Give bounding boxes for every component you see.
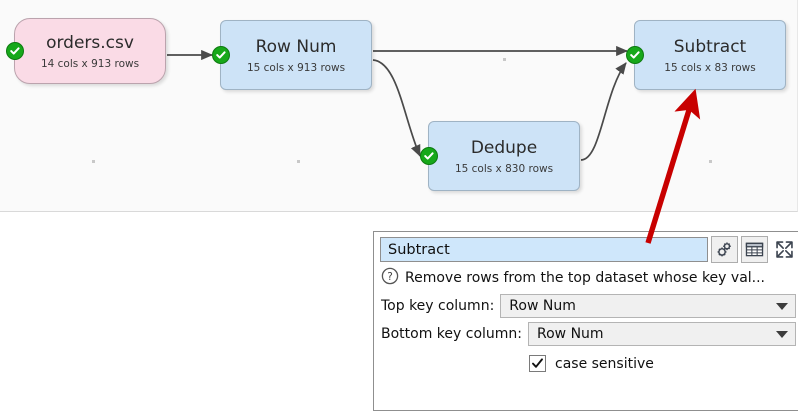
top-key-column-value: Row Num <box>509 298 576 314</box>
check-circle-icon <box>420 147 438 165</box>
check-circle-icon <box>6 42 24 60</box>
case-sensitive-label: case sensitive <box>555 355 654 372</box>
svg-text:?: ? <box>387 271 393 283</box>
panel-title-input[interactable]: Subtract <box>380 237 708 262</box>
bottom-key-column-label: Bottom key column: <box>381 326 523 342</box>
bottom-key-column-value: Row Num <box>537 326 604 342</box>
node-title: Subtract <box>673 36 747 57</box>
chevron-down-icon <box>776 330 788 338</box>
form-row-bottom-key-column: Bottom key column: Row Num <box>374 320 798 348</box>
help-text: Remove rows from the top dataset whose k… <box>405 270 766 286</box>
chevron-down-icon <box>776 302 788 310</box>
help-row: ? Remove rows from the top dataset whose… <box>374 266 798 292</box>
node-orders-csv[interactable]: orders.csv 14 cols x 913 rows <box>6 18 166 84</box>
grid-dot <box>503 58 506 61</box>
node-title: Dedupe <box>470 137 538 158</box>
node-subtitle: 14 cols x 913 rows <box>40 57 140 70</box>
node-subtitle: 15 cols x 83 rows <box>664 61 756 74</box>
node-subtitle: 15 cols x 913 rows <box>246 61 346 74</box>
node-row-num[interactable]: Row Num 15 cols x 913 rows <box>212 20 372 90</box>
check-circle-icon <box>212 46 230 64</box>
pipeline-canvas[interactable]: orders.csv 14 cols x 913 rows Row Num 15… <box>0 0 798 212</box>
edge-rownum-to-dedupe <box>372 59 421 157</box>
check-circle-icon <box>626 46 644 64</box>
case-sensitive-checkbox[interactable] <box>529 355 546 372</box>
grid-dot <box>92 160 95 163</box>
question-mark-icon[interactable]: ? <box>381 267 399 289</box>
grid-dot <box>709 160 712 163</box>
table-grid-icon[interactable] <box>741 236 768 263</box>
node-title: Row Num <box>255 36 337 57</box>
bottom-key-column-dropdown[interactable]: Row Num <box>528 322 796 346</box>
form-row-case-sensitive: case sensitive <box>374 348 798 376</box>
node-subtitle: 15 cols x 830 rows <box>454 162 554 175</box>
expand-arrows-icon[interactable] <box>771 236 798 263</box>
properties-panel: Subtract <box>373 231 798 411</box>
top-key-column-dropdown[interactable]: Row Num <box>500 294 796 318</box>
form-row-top-key-column: Top key column: Row Num <box>374 292 798 320</box>
edge-dedupe-to-subtract <box>580 62 627 161</box>
node-dedupe[interactable]: Dedupe 15 cols x 830 rows <box>420 121 580 191</box>
settings-gears-icon[interactable] <box>711 236 738 263</box>
panel-title-value: Subtract <box>388 241 450 258</box>
grid-dot <box>297 160 300 163</box>
panel-header: Subtract <box>374 232 798 266</box>
node-subtract[interactable]: Subtract 15 cols x 83 rows <box>626 20 786 90</box>
node-title: orders.csv <box>46 32 134 53</box>
top-key-column-label: Top key column: <box>381 298 495 314</box>
